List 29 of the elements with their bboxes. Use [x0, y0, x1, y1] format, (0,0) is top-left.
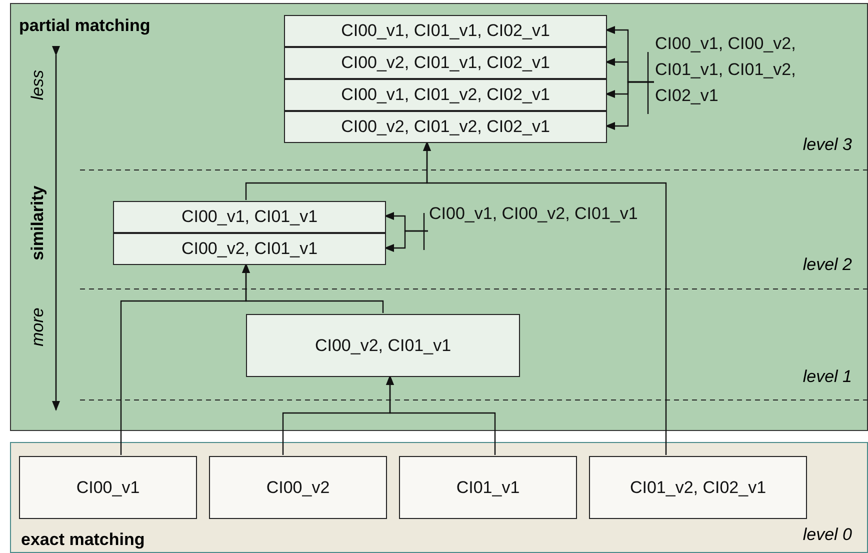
arrow: [242, 263, 384, 313]
item-box: CI01_v1: [399, 456, 577, 519]
level-label: level 0: [802, 525, 852, 545]
arrow: [605, 81, 654, 130]
partial-matching-heading: partial matching: [19, 16, 150, 36]
match-box: CI00_v1, CI01_v2, CI02_v1: [284, 79, 607, 111]
match-box: CI00_v1, CI01_v1, CI02_v1: [284, 15, 607, 47]
item-box: CI00_v1: [19, 456, 197, 519]
bracket-text: CI00_v1, CI00_v2, CI01_v1: [429, 201, 659, 261]
item-box: CI00_v2: [209, 456, 387, 519]
axis-label: more: [28, 308, 48, 346]
arrow: [386, 375, 496, 455]
item-box: CI01_v2, CI02_v1: [589, 456, 807, 519]
exact-matching-heading: exact matching: [21, 530, 145, 550]
level-label: level 1: [802, 367, 852, 387]
similarity-panel: [10, 3, 868, 431]
match-box: CI00_v2, CI01_v1, CI02_v1: [284, 47, 607, 79]
axis-label: similarity: [28, 186, 48, 260]
arrow: [423, 141, 667, 455]
level-label: level 2: [802, 255, 852, 275]
arrow: [384, 230, 428, 252]
match-box: CI00_v2, CI01_v1: [246, 314, 520, 377]
bracket-text: CI00_v1, CI00_v2, CI01_v1, CI01_v2, CI02_v1: [655, 31, 851, 131]
match-box: CI00_v2, CI01_v2, CI02_v1: [284, 111, 607, 143]
match-box: CI00_v1, CI01_v1: [113, 201, 386, 233]
level-label: level 3: [802, 135, 852, 155]
match-box: CI00_v2, CI01_v1: [113, 233, 386, 265]
axis-label: less: [28, 70, 48, 100]
base-panel: [10, 442, 868, 553]
